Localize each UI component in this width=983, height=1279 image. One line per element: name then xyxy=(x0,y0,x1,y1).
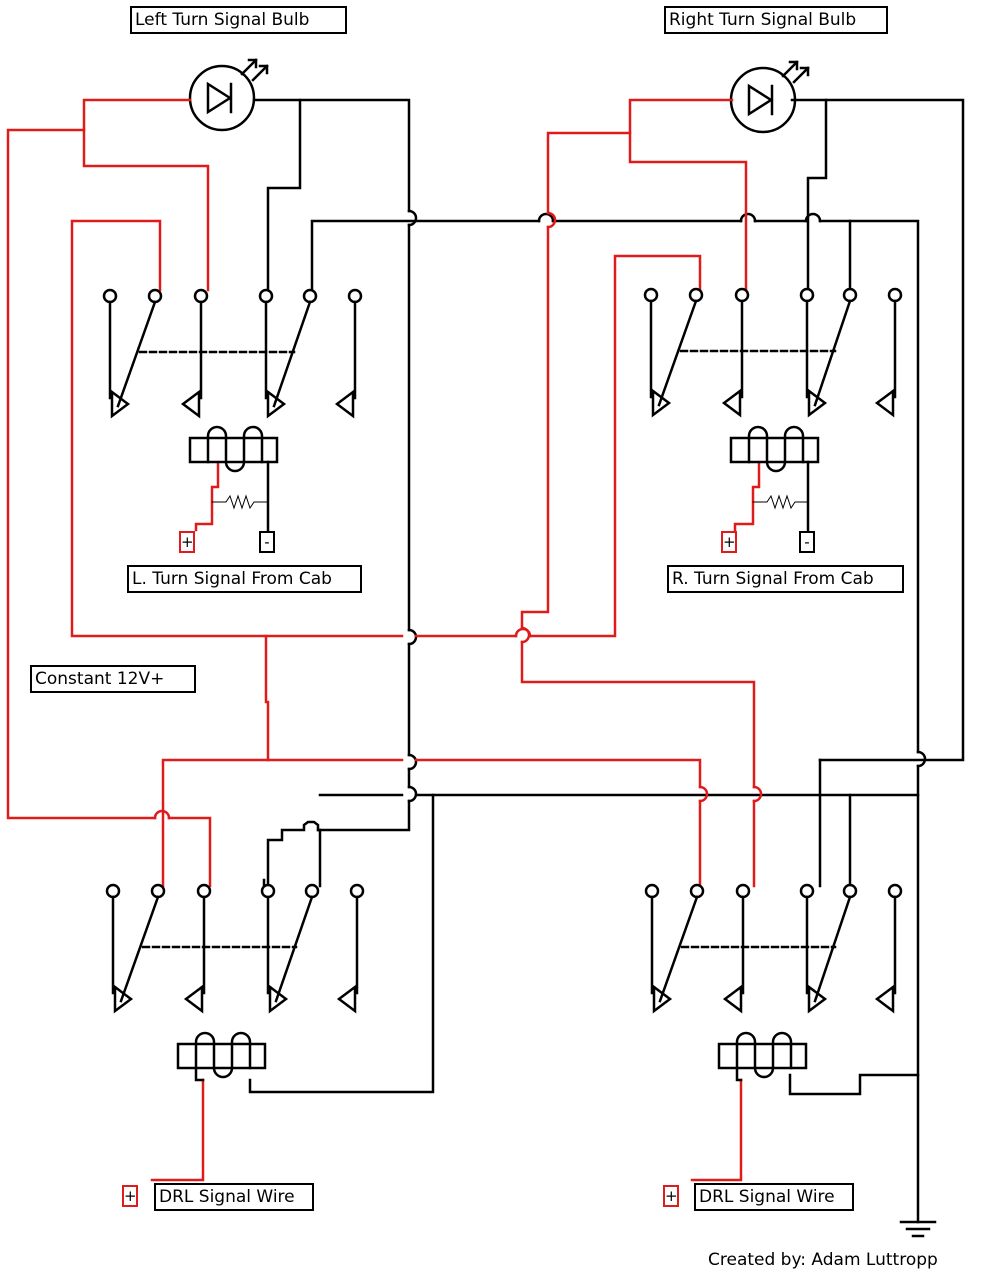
relay-coil-left-top xyxy=(188,425,279,532)
relay-coil-right-top xyxy=(729,425,820,532)
power-wires xyxy=(6,98,763,1182)
relay-coil-right-bottom xyxy=(717,1031,808,1082)
ground-wires xyxy=(248,98,965,1238)
terminal-positive-left-cab: + xyxy=(179,531,195,553)
terminal-positive-drl-right: + xyxy=(663,1185,679,1207)
credit-text: Created by: Adam Luttropp xyxy=(708,1250,938,1270)
terminal-negative-left-cab: - xyxy=(259,531,275,553)
terminal-positive-drl-left: + xyxy=(122,1185,138,1207)
relay-switch-left-top xyxy=(102,288,363,419)
left-bulb-symbol xyxy=(188,58,269,132)
terminal-positive-right-cab: + xyxy=(721,531,737,553)
label-drl-right: DRL Signal Wire xyxy=(694,1183,854,1211)
relay-switch-left-bottom xyxy=(105,883,365,1014)
terminal-negative-right-cab: - xyxy=(799,531,815,553)
label-constant-12v: Constant 12V+ xyxy=(30,665,196,693)
label-drl-left: DRL Signal Wire xyxy=(154,1183,314,1211)
relay-switch-right-top xyxy=(643,287,903,418)
label-left-bulb: Left Turn Signal Bulb xyxy=(130,6,347,34)
right-bulb-symbol xyxy=(729,60,810,134)
label-right-bulb: Right Turn Signal Bulb xyxy=(664,6,888,34)
label-left-from-cab: L. Turn Signal From Cab xyxy=(127,565,362,593)
relay-coil-left-bottom xyxy=(176,1031,267,1082)
label-right-from-cab: R. Turn Signal From Cab xyxy=(667,565,904,593)
relay-switch-right-bottom xyxy=(644,883,903,1014)
